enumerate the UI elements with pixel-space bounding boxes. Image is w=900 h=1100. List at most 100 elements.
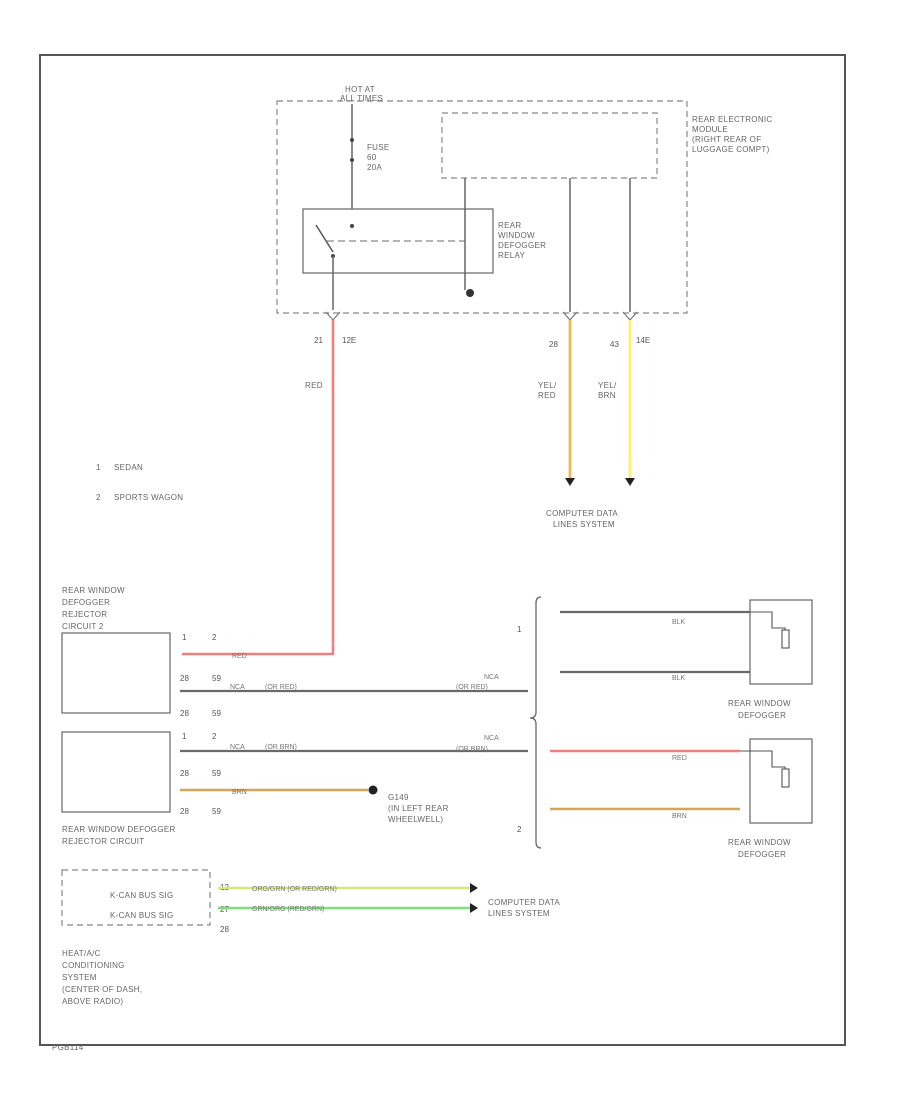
relay-label-4: RELAY — [498, 251, 526, 260]
wire-red-label: RED — [305, 381, 323, 390]
selector1-label-1: REAR WINDOW DEFOGGER — [62, 825, 176, 834]
wire-blk-2-label: BLK — [672, 675, 686, 682]
defogger-1-label-2: DEFOGGER — [738, 711, 786, 720]
wire-nca-2-label-a: NCA — [230, 744, 245, 751]
defogger-1-element — [750, 611, 786, 630]
cdl-bottom-label-1: COMPUTER DATA — [488, 898, 560, 907]
sel2-pin-28a: 28 — [180, 674, 189, 683]
hvac-can-high-label: K-CAN BUS SIG — [110, 891, 173, 900]
relay-label-3: DEFOGGER — [498, 241, 546, 250]
wire-red-right-label: RED — [672, 755, 687, 762]
rem-label-3: (RIGHT REAR OF — [692, 135, 761, 144]
wire-yel-red-label-2: RED — [538, 391, 556, 400]
sel2-pin-59a: 59 — [212, 674, 221, 683]
wire-yel-brn-label-1: YEL/ — [598, 381, 617, 390]
sel2-pin-59b: 59 — [212, 709, 221, 718]
relay-contact-top — [350, 224, 354, 228]
defogger-2-box — [749, 738, 813, 824]
wire-nca-1-right-a: NCA — [484, 674, 499, 681]
selector-circuit-2-box — [61, 632, 171, 714]
sel1-pin-59c: 59 — [212, 769, 221, 778]
relay-ground — [466, 289, 474, 297]
selector2-label-3: REJECTOR — [62, 610, 107, 619]
relay-pin-a: 21 — [314, 336, 323, 345]
legend-2-number: 2 — [96, 493, 101, 502]
wire-nca-1-right-b: (OR RED) — [456, 684, 488, 691]
selector2-label-4: CIRCUIT 2 — [62, 622, 104, 631]
hvac-label-5: ABOVE RADIO) — [62, 997, 123, 1006]
sel2-red-wire-label: RED — [232, 653, 247, 660]
all-times-label: ALL TIMES — [340, 94, 383, 103]
can1-pin: 28 — [549, 340, 558, 349]
wire-brn-right-label: BRN — [672, 813, 687, 820]
wire-yel-brn-label-2: BRN — [598, 391, 616, 400]
can2-pin-b: 14E — [636, 336, 650, 345]
bracket-label-1: 1 — [517, 625, 522, 634]
wire-nca-2-label-b: (OR BRN) — [265, 744, 297, 751]
cdl-bottom-label-2: LINES SYSTEM — [488, 909, 550, 918]
hvac-can-low-label: K-CAN BUS SIG — [110, 911, 173, 920]
selector1-label-2: REJECTOR CIRCUIT — [62, 837, 144, 846]
ground-g149 — [368, 785, 378, 795]
selector-circuit-1-box — [61, 731, 171, 813]
defogger-1-resistor — [781, 629, 790, 649]
legend-2-text: SPORTS WAGON — [114, 493, 183, 502]
ground-label-3: WHEELWELL) — [388, 815, 443, 824]
sel2-pin-28b: 28 — [180, 709, 189, 718]
variant-bracket — [529, 596, 542, 849]
relay-label-1: REAR — [498, 221, 521, 230]
wire-nca-2-right-b: (OR BRN) — [456, 746, 488, 753]
rem-label-4: LUGGAGE COMPT) — [692, 145, 770, 154]
module-inner-box — [441, 112, 658, 179]
wire-brn-label: BRN — [232, 789, 247, 796]
sel1-pin-59d: 59 — [212, 807, 221, 816]
fuse-node-top — [350, 138, 354, 142]
hvac-label-1: HEAT/A/C — [62, 949, 101, 958]
diagram-id: PGB114 — [52, 1043, 84, 1052]
rem-label-2: MODULE — [692, 125, 728, 134]
ground-label-2: (IN LEFT REAR — [388, 804, 449, 813]
fuse-node-bottom — [350, 158, 354, 162]
arrow-cdl-2 — [625, 478, 635, 486]
wire-nca-1-label-b: (OR RED) — [265, 684, 297, 691]
relay-switch-arm — [315, 224, 334, 253]
hvac-label-4: (CENTER OF DASH, — [62, 985, 142, 994]
legend-1-text: SEDAN — [114, 463, 143, 472]
rem-label-1: REAR ELECTRONIC — [692, 115, 773, 124]
hvac-label-2: CONDITIONING — [62, 961, 125, 970]
arrow-cdl-bottom-1 — [470, 883, 478, 893]
arrow-cdl-1 — [565, 478, 575, 486]
defogger-1-box — [749, 599, 813, 685]
cdl-top-label-1: COMPUTER DATA — [546, 509, 618, 518]
sel1-pin-28c: 28 — [180, 769, 189, 778]
legend-1-number: 1 — [96, 463, 101, 472]
hvac-pin-c: 28 — [220, 925, 229, 934]
wire-nca-2-right-a: NCA — [484, 735, 499, 742]
fuse-rating: 20A — [367, 163, 382, 172]
defogger-2-label-2: DEFOGGER — [738, 850, 786, 859]
relay-pin-b: 12E — [342, 336, 356, 345]
defogger-2-resistor — [781, 768, 790, 788]
defogger-2-label-1: REAR WINDOW — [728, 838, 791, 847]
diagram-frame — [39, 54, 846, 1046]
wire-blk-1-label: BLK — [672, 619, 686, 626]
sel2-pin-2: 2 — [212, 633, 217, 642]
defogger-2-element — [740, 750, 786, 769]
rear-electronic-module-outline — [276, 100, 688, 314]
sel1-pin-28d: 28 — [180, 807, 189, 816]
arrow-cdl-bottom-2 — [470, 903, 478, 913]
wire-yel-red-label-1: YEL/ — [538, 381, 557, 390]
defogger-1-label-1: REAR WINDOW — [728, 699, 791, 708]
sel2-pin-1: 1 — [182, 633, 187, 642]
sel1-pin-2: 2 — [212, 732, 217, 741]
ground-label-1: G149 — [388, 793, 409, 802]
hot-at-label: HOT AT — [345, 85, 375, 94]
bracket-label-2: 2 — [517, 825, 522, 834]
wire-org-grn-label: ORG/GRN (OR RED/GRN) — [252, 886, 337, 893]
hvac-module-outline — [61, 869, 211, 926]
fuse-number: 60 — [367, 153, 377, 162]
selector2-label-1: REAR WINDOW — [62, 586, 125, 595]
sel1-pin-1: 1 — [182, 732, 187, 741]
fuse-label: FUSE — [367, 143, 390, 152]
